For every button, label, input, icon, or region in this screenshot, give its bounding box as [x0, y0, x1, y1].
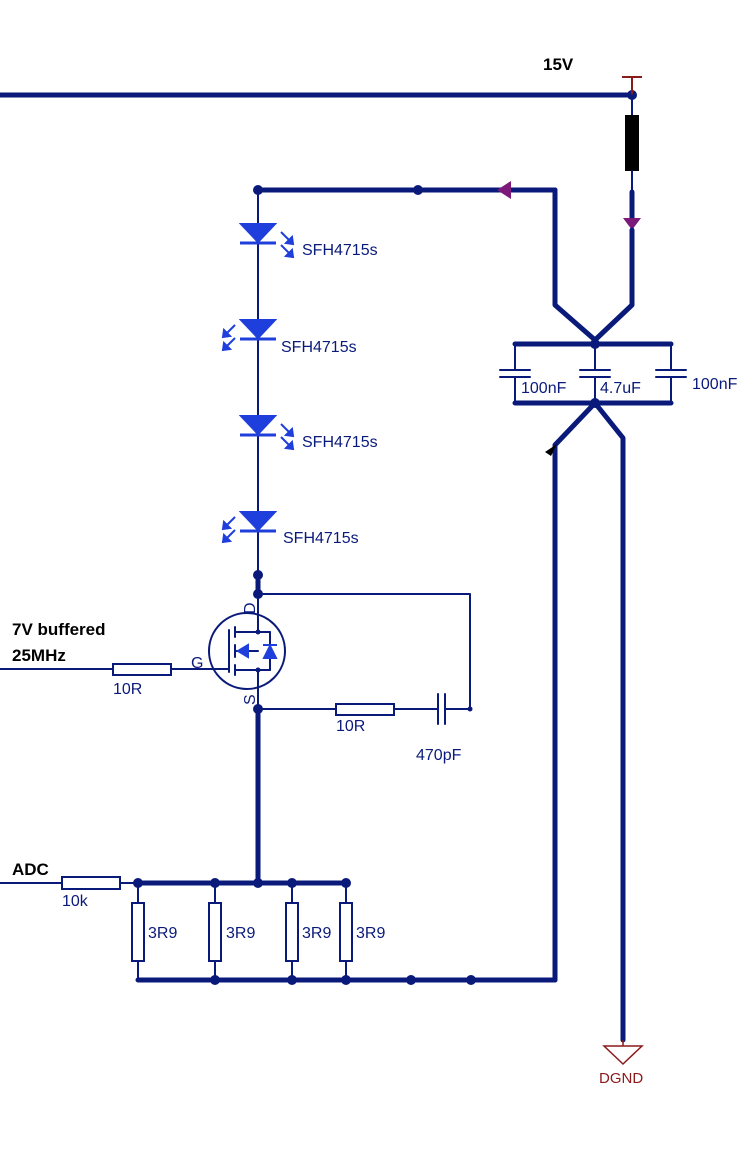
ferrite-bead: [625, 94, 639, 193]
led-1-label: SFH4715s: [302, 242, 378, 259]
ground-symbol: [602, 1040, 644, 1066]
mosfet-gate-pin: G: [191, 655, 203, 672]
sense-resistor-1-label: 3R9: [148, 925, 177, 942]
adc-label: ADC: [12, 860, 49, 879]
sense-resistor-4-label: 3R9: [356, 925, 385, 942]
ground-label: DGND: [599, 1070, 643, 1087]
snubber-resistor-label: 10R: [336, 718, 365, 735]
decoupling-cap-1-label: 100nF: [521, 380, 567, 397]
mosfet: [208, 570, 286, 714]
led-2-label: SFH4715s: [281, 339, 357, 356]
return-wire: [552, 400, 598, 983]
gate-drive-label-line1: 7V buffered: [12, 620, 106, 639]
ground-wire: [592, 400, 626, 1043]
sense-resistor-3-label: 3R9: [302, 925, 331, 942]
led-3-label: SFH4715s: [302, 434, 378, 451]
sense-resistor-2-label: 3R9: [226, 925, 255, 942]
led-anode-rail: [253, 181, 598, 343]
supply-to-decoupling-wire: [592, 227, 635, 343]
led-1: [238, 223, 295, 259]
decoupling-cap-2-label: 4.7uF: [600, 380, 641, 397]
led-4-label: SFH4715s: [283, 530, 359, 547]
supply-rail: [0, 76, 642, 100]
led-4: [221, 511, 278, 544]
decoupling-cap-3-label: 100nF: [692, 376, 738, 393]
net-arrow-down: [623, 189, 641, 230]
gate-drive-label-line2: 25MHz: [12, 646, 66, 665]
gate-drive-path: [0, 663, 210, 676]
adc-resistor-label: 10k: [62, 893, 89, 910]
mosfet-source-pin: S: [242, 694, 259, 705]
decoupling-bank: [499, 339, 687, 408]
mosfet-drain-pin: D: [242, 602, 259, 614]
sense-resistor-bank: [131, 878, 558, 985]
adc-path: [0, 876, 139, 890]
led-2: [221, 319, 278, 352]
gate-resistor-label: 10R: [113, 681, 142, 698]
led-3: [238, 415, 295, 451]
snubber-network: [257, 593, 473, 725]
net-arrow-small: [545, 444, 557, 456]
supply-label: 15V: [543, 55, 574, 74]
snubber-cap-label: 470pF: [416, 747, 462, 764]
